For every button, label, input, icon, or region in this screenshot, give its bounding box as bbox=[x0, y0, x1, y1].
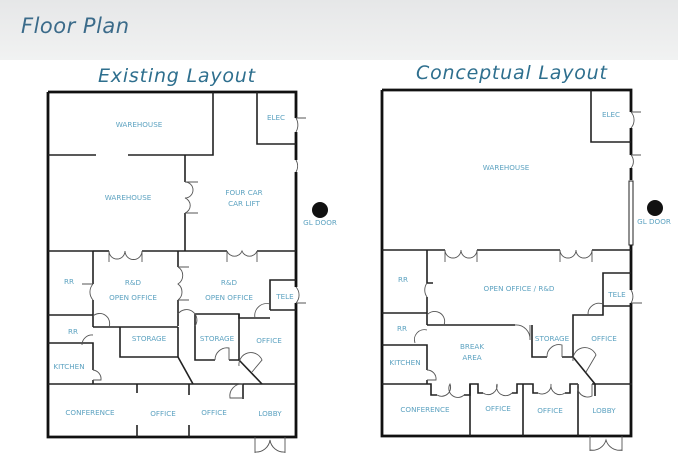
room-label: CONFERENCE bbox=[65, 408, 115, 417]
room-label: CONFERENCE bbox=[400, 405, 450, 414]
existing-labels: WAREHOUSE WAREHOUSE FOUR CAR CAR LIFT EL… bbox=[53, 113, 336, 418]
room-label: GL DOOR bbox=[303, 218, 337, 227]
header-band: Floor Plan bbox=[0, 0, 678, 60]
room-label: LOBBY bbox=[258, 409, 282, 418]
room-label: RR bbox=[68, 327, 78, 336]
room-label: WAREHOUSE bbox=[105, 193, 152, 202]
room-label: ELEC bbox=[602, 110, 620, 119]
room-label: OPEN OFFICE bbox=[205, 293, 253, 302]
room-label: OPEN OFFICE / R&D bbox=[484, 284, 555, 293]
conceptual-layout-title: Conceptual Layout bbox=[416, 62, 608, 84]
room-label: STORAGE bbox=[132, 334, 167, 343]
room-label: OPEN OFFICE bbox=[109, 293, 157, 302]
room-label: FOUR CAR bbox=[225, 188, 262, 197]
room-label: ELEC bbox=[267, 113, 285, 122]
room-label: R&D bbox=[221, 278, 238, 287]
room-label: KITCHEN bbox=[53, 362, 84, 371]
existing-layout-title: Existing Layout bbox=[98, 65, 256, 87]
room-label: STORAGE bbox=[200, 334, 235, 343]
conceptual-plan bbox=[380, 88, 663, 451]
room-label: OFFICE bbox=[150, 409, 176, 418]
room-label: STORAGE bbox=[535, 334, 570, 343]
gl-door-marker-icon bbox=[312, 202, 328, 218]
existing-plan bbox=[46, 90, 328, 453]
room-label: KITCHEN bbox=[389, 358, 420, 367]
room-label: GL DOOR bbox=[637, 217, 671, 226]
conceptual-labels: WAREHOUSE ELEC GL DOOR RR OPEN OFFICE / … bbox=[389, 110, 670, 415]
room-label: LOBBY bbox=[592, 406, 616, 415]
room-label: AREA bbox=[462, 353, 481, 362]
room-label: OFFICE bbox=[485, 404, 511, 413]
room-label: TELE bbox=[275, 292, 294, 301]
room-label: TELE bbox=[607, 290, 626, 299]
room-label: WAREHOUSE bbox=[116, 120, 163, 129]
room-label: RR bbox=[398, 275, 408, 284]
room-label: WAREHOUSE bbox=[483, 163, 530, 172]
room-label: RR bbox=[397, 324, 407, 333]
room-label: RR bbox=[64, 277, 74, 286]
room-label: R&D bbox=[125, 278, 142, 287]
room-label: OFFICE bbox=[256, 336, 282, 345]
room-label: OFFICE bbox=[591, 334, 617, 343]
room-label: BREAK bbox=[460, 342, 484, 351]
page-title: Floor Plan bbox=[21, 14, 130, 38]
room-label: CAR LIFT bbox=[228, 199, 260, 208]
room-label: OFFICE bbox=[537, 406, 563, 415]
gl-door-marker-icon bbox=[647, 200, 663, 216]
room-label: OFFICE bbox=[201, 408, 227, 417]
